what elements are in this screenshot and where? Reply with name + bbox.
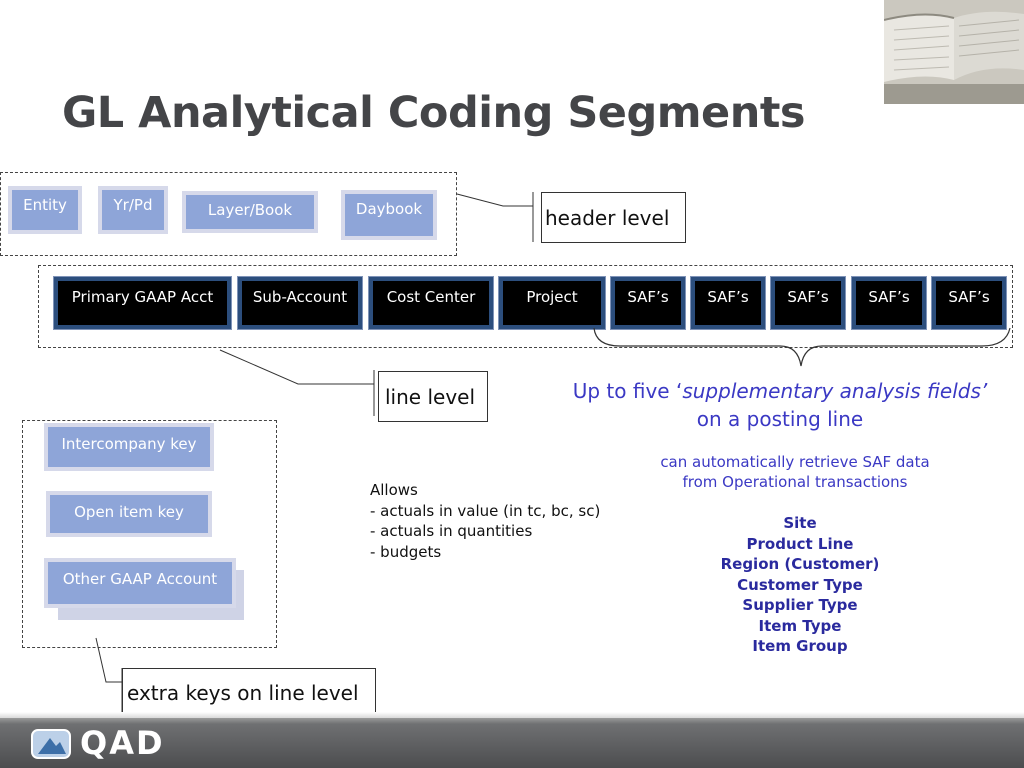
saf-item: Region (Customer) — [720, 555, 880, 573]
line-level-label: line level — [378, 371, 488, 422]
saf-note-italic: supplementary analysis fields’ — [682, 379, 988, 403]
saf-note-line2: on a posting line — [696, 407, 864, 431]
segment-saf-1: SAF’s — [610, 276, 686, 330]
segment-cost-center: Cost Center — [368, 276, 494, 330]
books-illustration — [884, 0, 1024, 104]
segment-primary-gaap-acct: Primary GAAP Acct — [53, 276, 232, 330]
saf-retrieve-line1: can automatically retrieve SAF data — [660, 453, 930, 471]
footer-bar: QAD — [0, 718, 1024, 768]
line-segments-group — [38, 265, 1013, 348]
extra-keys-label: extra keys on line level — [122, 668, 376, 718]
allows-heading: Allows — [370, 481, 418, 499]
books-photo — [884, 0, 1024, 104]
allows-item: - actuals in quantities — [370, 522, 533, 540]
page-title: GL Analytical Coding Segments — [62, 88, 805, 138]
segment-saf-3: SAF’s — [770, 276, 846, 330]
line-connector — [219, 349, 375, 416]
header-connector — [456, 192, 534, 242]
saf-retrieve-note: can automatically retrieve SAF data from… — [600, 452, 990, 492]
segment-yr-pd: Yr/Pd — [102, 190, 164, 230]
segment-daybook: Daybook — [345, 194, 433, 236]
segment-layer-book: Layer/Book — [186, 195, 314, 229]
saf-item: Customer Type — [737, 575, 863, 594]
qad-logo-text: QAD — [80, 724, 165, 762]
header-segments-group — [0, 172, 457, 256]
allows-block: Allows - actuals in value (in tc, bc, sc… — [370, 480, 600, 562]
segment-entity: Entity — [12, 190, 78, 230]
saf-example-list: Site Product Line Region (Customer) Cust… — [680, 513, 920, 657]
saf-note-prefix: Up to five ‘ — [572, 379, 683, 403]
allows-item: - actuals in value (in tc, bc, sc) — [370, 501, 601, 520]
extra-keys-group — [22, 420, 277, 648]
key-open-item: Open item key — [50, 495, 208, 533]
segment-project: Project — [498, 276, 606, 330]
segment-sub-account: Sub-Account — [237, 276, 363, 330]
saf-brace — [593, 327, 1011, 367]
segment-saf-4: SAF’s — [851, 276, 927, 330]
key-intercompany: Intercompany key — [48, 427, 210, 467]
key-other-gaap-account: Other GAAP Account — [48, 562, 232, 604]
segment-saf-5: SAF’s — [931, 276, 1007, 330]
saf-note: Up to five ‘supplementary analysis field… — [540, 377, 1020, 433]
saf-item: Supplier Type — [742, 596, 858, 614]
footer-divider — [0, 712, 1024, 718]
saf-item: Item Type — [758, 616, 842, 635]
saf-note-line1: Up to five ‘supplementary analysis field… — [540, 377, 1020, 405]
saf-item: Product Line — [746, 534, 854, 553]
saf-item: Item Group — [752, 637, 848, 655]
saf-item: Site — [783, 514, 817, 532]
saf-retrieve-line2: from Operational transactions — [682, 473, 908, 491]
header-level-label: header level — [541, 192, 686, 243]
qad-logo-icon — [31, 729, 71, 759]
allows-item: - budgets — [370, 542, 442, 561]
segment-saf-2: SAF’s — [690, 276, 766, 330]
